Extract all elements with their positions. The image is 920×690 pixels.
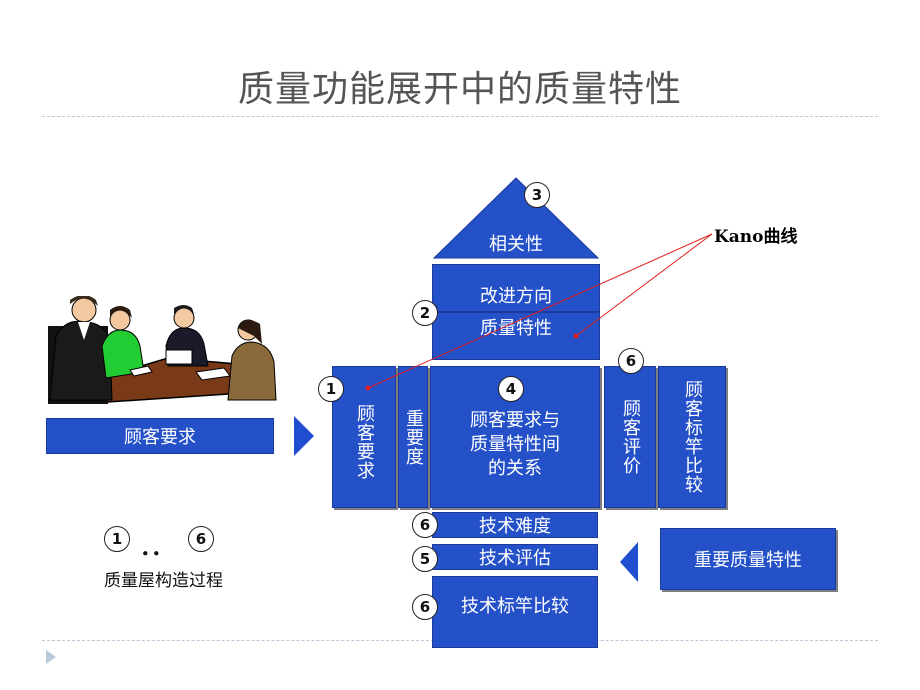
step-marker-quality: 2 — [412, 300, 438, 326]
legend-dots: ．． — [140, 536, 174, 561]
customer-evaluation-label: 顾客评价 — [620, 399, 641, 475]
improvement-direction-label: 改进方向 — [480, 286, 552, 307]
importance-box: 重要度 — [398, 366, 428, 508]
technical-difficulty-box: 技术难度 — [432, 512, 598, 538]
technical-benchmark-label: 技术标竿比较 — [461, 596, 569, 617]
technical-difficulty-label: 技术难度 — [479, 516, 551, 537]
technical-benchmark-box: 技术标竿比较 — [432, 576, 598, 648]
step-marker-difficulty: 6 — [412, 512, 438, 538]
customer-requirements-banner-label: 顾客要求 — [124, 427, 196, 448]
arrow-right-icon — [294, 416, 314, 456]
business-meeting-illustration — [48, 296, 277, 404]
step-marker-customer: 1 — [318, 376, 344, 402]
quality-characteristics-label: 质量特性 — [480, 318, 552, 339]
technical-evaluation-label: 技术评估 — [479, 548, 551, 569]
arrow-left-icon — [620, 542, 638, 582]
relationship-matrix-box: 顾客要求与 质量特性间 的关系 — [430, 366, 600, 508]
customer-requirements-label: 顾客要求 — [354, 404, 375, 480]
relationship-line-2: 质量特性间 — [470, 433, 560, 455]
technical-evaluation-box: 技术评估 — [432, 544, 598, 570]
kano-label: Kano曲线 — [714, 227, 798, 247]
improvement-direction-box: 改进方向 — [432, 264, 600, 312]
step-marker-tech-eval: 5 — [412, 546, 438, 572]
legend-caption: 质量屋构造过程 — [104, 571, 223, 591]
title-divider — [42, 116, 878, 117]
quality-characteristics-box: 质量特性 — [432, 312, 600, 360]
roof-label: 相关性 — [489, 234, 543, 255]
important-quality-characteristics-banner: 重要质量特性 — [660, 528, 836, 590]
customer-benchmark-box: 顾客标竿比较 — [658, 366, 726, 508]
legend-end-circle: 6 — [188, 526, 214, 552]
important-quality-characteristics-label: 重要质量特性 — [694, 550, 802, 571]
customer-benchmark-label: 顾客标竿比较 — [682, 380, 703, 494]
importance-label: 重要度 — [403, 408, 424, 466]
customer-requirements-banner: 顾客要求 — [46, 418, 274, 454]
step-marker-roof: 3 — [524, 182, 550, 208]
relationship-line-3: 的关系 — [488, 458, 542, 480]
legend-start-circle: 1 — [104, 526, 130, 552]
relationship-line-1: 顾客要求与 — [470, 409, 560, 431]
relationship-text: 顾客要求与 质量特性间 的关系 — [470, 409, 560, 482]
step-marker-tech-benchmark: 6 — [412, 594, 438, 620]
step-marker-relationship: 4 — [498, 376, 524, 402]
triangle-right-icon[interactable] — [44, 648, 58, 666]
step-marker-evaluation: 6 — [618, 348, 644, 374]
customer-evaluation-box: 顾客评价 — [604, 366, 656, 508]
page-title: 质量功能展开中的质量特性 — [237, 69, 682, 110]
